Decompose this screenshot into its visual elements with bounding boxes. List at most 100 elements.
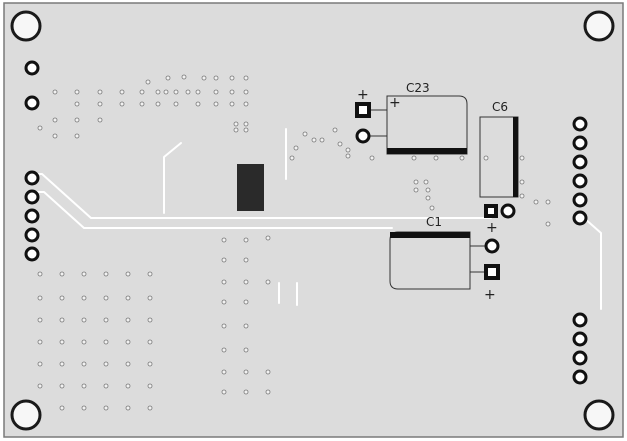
via <box>293 145 299 151</box>
pad-right-5 <box>572 192 588 208</box>
pad-right-6 <box>572 210 588 226</box>
via <box>81 339 87 345</box>
via <box>411 155 417 161</box>
pad-right-1 <box>572 116 588 132</box>
via <box>59 317 65 323</box>
via <box>229 75 235 81</box>
via <box>59 405 65 411</box>
via <box>221 257 227 263</box>
via <box>103 339 109 345</box>
mounting-hole-top-left <box>10 10 42 42</box>
capacitor-c6: C6 + <box>479 100 519 236</box>
via <box>201 75 207 81</box>
via <box>243 369 249 375</box>
via <box>545 221 551 227</box>
mounting-hole-top-right <box>583 10 615 42</box>
via <box>519 155 525 161</box>
via <box>423 179 429 185</box>
via <box>59 295 65 301</box>
via <box>369 155 375 161</box>
via <box>221 323 227 329</box>
via <box>243 237 249 243</box>
via <box>103 295 109 301</box>
via <box>429 205 435 211</box>
via <box>81 317 87 323</box>
pad-right-10 <box>572 369 588 385</box>
connector-left <box>24 60 40 262</box>
via <box>147 361 153 367</box>
via <box>37 317 43 323</box>
c6-pad-round <box>500 203 516 219</box>
via <box>155 89 161 95</box>
via <box>37 125 43 131</box>
via <box>59 271 65 277</box>
via <box>533 199 539 205</box>
via <box>243 121 249 127</box>
via <box>311 137 317 143</box>
via <box>345 147 351 153</box>
via <box>433 155 439 161</box>
vias <box>37 74 551 411</box>
ic-footprint <box>237 164 264 211</box>
via <box>125 361 131 367</box>
via <box>139 89 145 95</box>
via <box>52 89 58 95</box>
via <box>265 235 271 241</box>
via <box>221 237 227 243</box>
c6-plus: + <box>486 220 498 236</box>
via <box>229 101 235 107</box>
capacitor-c23: C23 + + <box>355 81 468 155</box>
c23-stripe <box>387 148 467 154</box>
via <box>97 101 103 107</box>
via <box>233 127 239 133</box>
via <box>221 279 227 285</box>
via <box>165 75 171 81</box>
pad-right-9 <box>572 350 588 366</box>
via <box>265 369 271 375</box>
via <box>37 383 43 389</box>
via <box>103 405 109 411</box>
via <box>221 299 227 305</box>
via <box>181 74 187 80</box>
via <box>155 101 161 107</box>
mounting-hole-bottom-right <box>583 399 615 431</box>
via <box>125 339 131 345</box>
via <box>243 347 249 353</box>
pad-left-3 <box>24 170 40 186</box>
via <box>103 317 109 323</box>
pad-left-1 <box>24 60 40 76</box>
via <box>243 299 249 305</box>
via <box>125 271 131 277</box>
via <box>147 405 153 411</box>
trace-diagonal <box>163 142 182 214</box>
via <box>483 155 489 161</box>
mounting-hole-bottom-left <box>10 399 42 431</box>
pad-right-3 <box>572 154 588 170</box>
via <box>125 405 131 411</box>
c1-plus: + <box>484 287 496 303</box>
via <box>37 295 43 301</box>
via <box>119 101 125 107</box>
connector-right-upper <box>572 116 588 226</box>
via <box>319 137 325 143</box>
c1-reference: C1 <box>426 215 442 229</box>
via <box>345 153 351 159</box>
via <box>243 75 249 81</box>
pad-left-6 <box>24 227 40 243</box>
via <box>265 389 271 395</box>
via <box>213 75 219 81</box>
via <box>221 347 227 353</box>
c23-pad-square-hole <box>359 106 367 114</box>
c6-reference: C6 <box>492 100 508 114</box>
via <box>125 317 131 323</box>
connector-right-lower <box>572 312 588 385</box>
via <box>545 199 551 205</box>
via <box>52 133 58 139</box>
via <box>147 295 153 301</box>
via <box>243 89 249 95</box>
via <box>289 155 295 161</box>
via <box>81 405 87 411</box>
via <box>59 361 65 367</box>
via <box>147 383 153 389</box>
via <box>147 271 153 277</box>
